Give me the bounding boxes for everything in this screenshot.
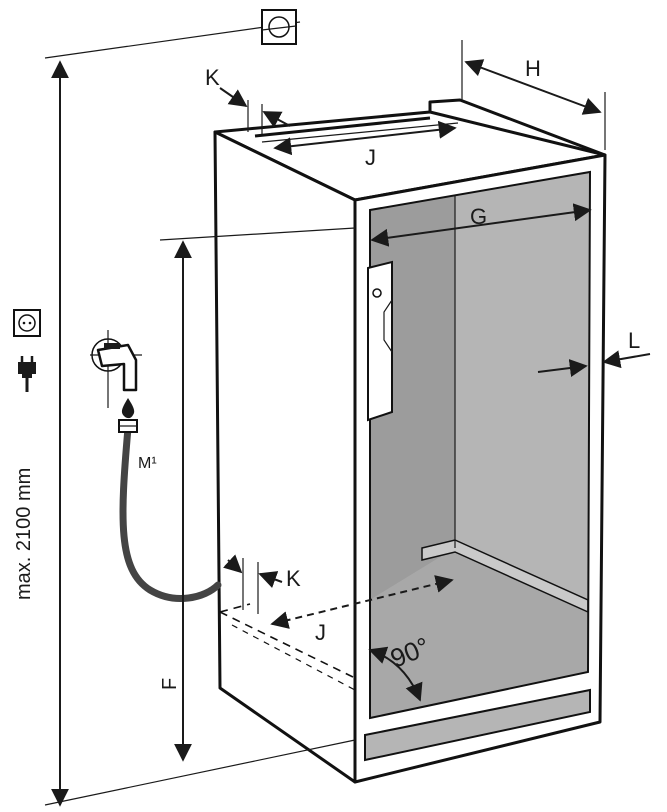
f-label: F — [159, 678, 181, 690]
mounting-bracket — [367, 260, 393, 422]
dimension-j-top: J — [273, 120, 457, 170]
top-socket-icon — [44, 9, 301, 59]
water-tap-icon — [90, 330, 142, 408]
dimension-j-bottom: J — [270, 575, 454, 645]
dimension-l: L — [537, 328, 651, 377]
water-hose — [119, 424, 222, 602]
plinth-slot — [364, 688, 591, 762]
dimension-k-top: K — [205, 65, 291, 134]
dimension-f: F — [159, 227, 356, 762]
k-top-label: K — [205, 65, 220, 90]
height-label: max. 2100 mm — [13, 468, 35, 600]
k-bottom-label: K — [286, 566, 301, 591]
socket-icon — [13, 309, 41, 337]
h-label: H — [525, 56, 541, 81]
plug-icon — [18, 356, 36, 392]
hidden-edges — [219, 603, 356, 691]
dimension-h: H — [461, 40, 606, 150]
dimension-g: G — [370, 203, 592, 247]
j-top-label: J — [365, 145, 376, 170]
j-bottom-label: J — [315, 620, 326, 645]
water-valve-icon — [118, 419, 138, 433]
water-drop-icon — [121, 398, 135, 419]
water-connection — [90, 330, 222, 602]
g-label: G — [470, 204, 487, 229]
l-label: L — [628, 328, 640, 353]
m1-label: M¹ — [138, 455, 157, 472]
dimension-height: max. 2100 mm — [13, 60, 356, 807]
